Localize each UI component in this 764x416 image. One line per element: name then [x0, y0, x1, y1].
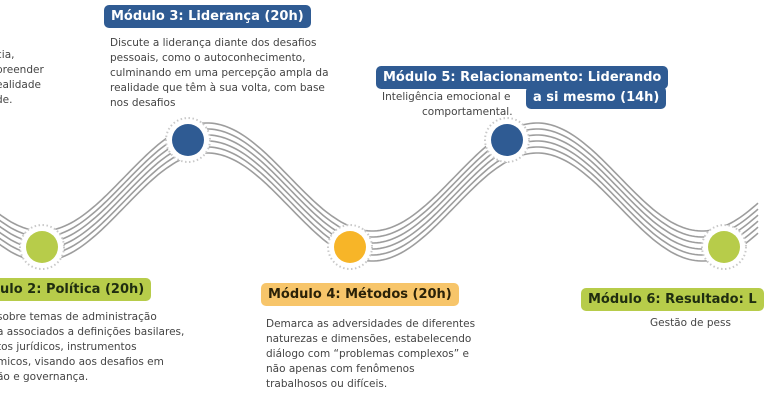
module-4-desc-line: Demarca as adversidades de diferentes: [266, 318, 476, 330]
module-2-title: ulo 2: Política (20h): [0, 278, 152, 301]
wave-line: [0, 134, 759, 244]
module-marker-dot: [491, 124, 523, 156]
module-marker-dot: [172, 124, 204, 156]
module-markers: [19, 117, 747, 270]
module-2-description: sobre temas de administração a associado…: [0, 310, 184, 385]
module-2-desc-line: sobre temas de administração: [0, 311, 157, 323]
module-5-desc-line: comportamental.: [422, 106, 513, 118]
module-5-title-line-1: Módulo 5: Relacionamento: Liderando: [376, 66, 669, 89]
module-2-desc-line: a associados a definições basilares,: [0, 326, 185, 338]
wave-line: [0, 146, 759, 256]
module-6-title: Módulo 6: Resultado: L: [581, 288, 764, 311]
module-1-description: cia, preender ealidade de.: [0, 48, 44, 108]
module-3-desc-line: pessoais, como o autoconhecimento,: [110, 52, 306, 64]
wave-line: [0, 152, 759, 262]
module-5-description: Inteligência emocional e comportamental.: [382, 90, 530, 120]
module-marker-dot: [708, 231, 740, 263]
module-4-description: Demarca as adversidades de diferentes na…: [266, 317, 475, 392]
module-5-desc-line: Inteligência emocional e: [382, 91, 511, 103]
wave-lines: [0, 122, 759, 262]
module-3-desc-line: Discute a liderança diante dos desafios: [110, 37, 317, 49]
module-4-title: Módulo 4: Métodos (20h): [261, 283, 459, 306]
module-2-desc-line: ão e governança.: [0, 371, 89, 383]
module-3-desc-line: nos desafios: [110, 97, 176, 109]
module-1-desc-line: preender: [0, 64, 44, 76]
module-3-desc-line: realidade que têm à sua volta, com base: [110, 82, 325, 94]
module-4-desc-line: naturezas e dimensões, estabelecendo: [266, 333, 472, 345]
module-3-desc-line: culminando em uma percepção ampla da: [110, 67, 329, 79]
module-2-desc-line: micos, visando aos desafios em: [0, 356, 164, 368]
module-1-desc-line: de.: [0, 94, 13, 106]
module-6-desc-line: Gestão de pess: [650, 317, 731, 329]
wave-line: [0, 122, 759, 232]
module-6-description: Gestão de pess: [650, 316, 731, 331]
module-marker-dot: [26, 231, 58, 263]
wave-line: [0, 140, 759, 250]
module-4-desc-line: diálogo com “problemas complexos” e: [266, 348, 469, 360]
module-3-description: Discute a liderança diante dos desafios …: [110, 36, 329, 111]
module-4-desc-line: não apenas com fenômenos: [266, 363, 415, 375]
module-5-title-line-2: a si mesmo (14h): [526, 86, 667, 109]
module-2-desc-line: tos jurídicos, instrumentos: [0, 341, 137, 353]
module-marker-dot: [334, 231, 366, 263]
roadmap-diagram: cia, preender ealidade de. Módulo 3: Lid…: [0, 5, 764, 392]
wave-path-graphic: [0, 117, 759, 270]
module-4-desc-line: trabalhosos ou difíceis.: [266, 378, 388, 390]
module-1-desc-line: cia,: [0, 49, 15, 61]
module-3-title: Módulo 3: Liderança (20h): [104, 5, 311, 28]
wave-line: [0, 128, 759, 238]
module-1-desc-line: ealidade: [0, 79, 41, 91]
